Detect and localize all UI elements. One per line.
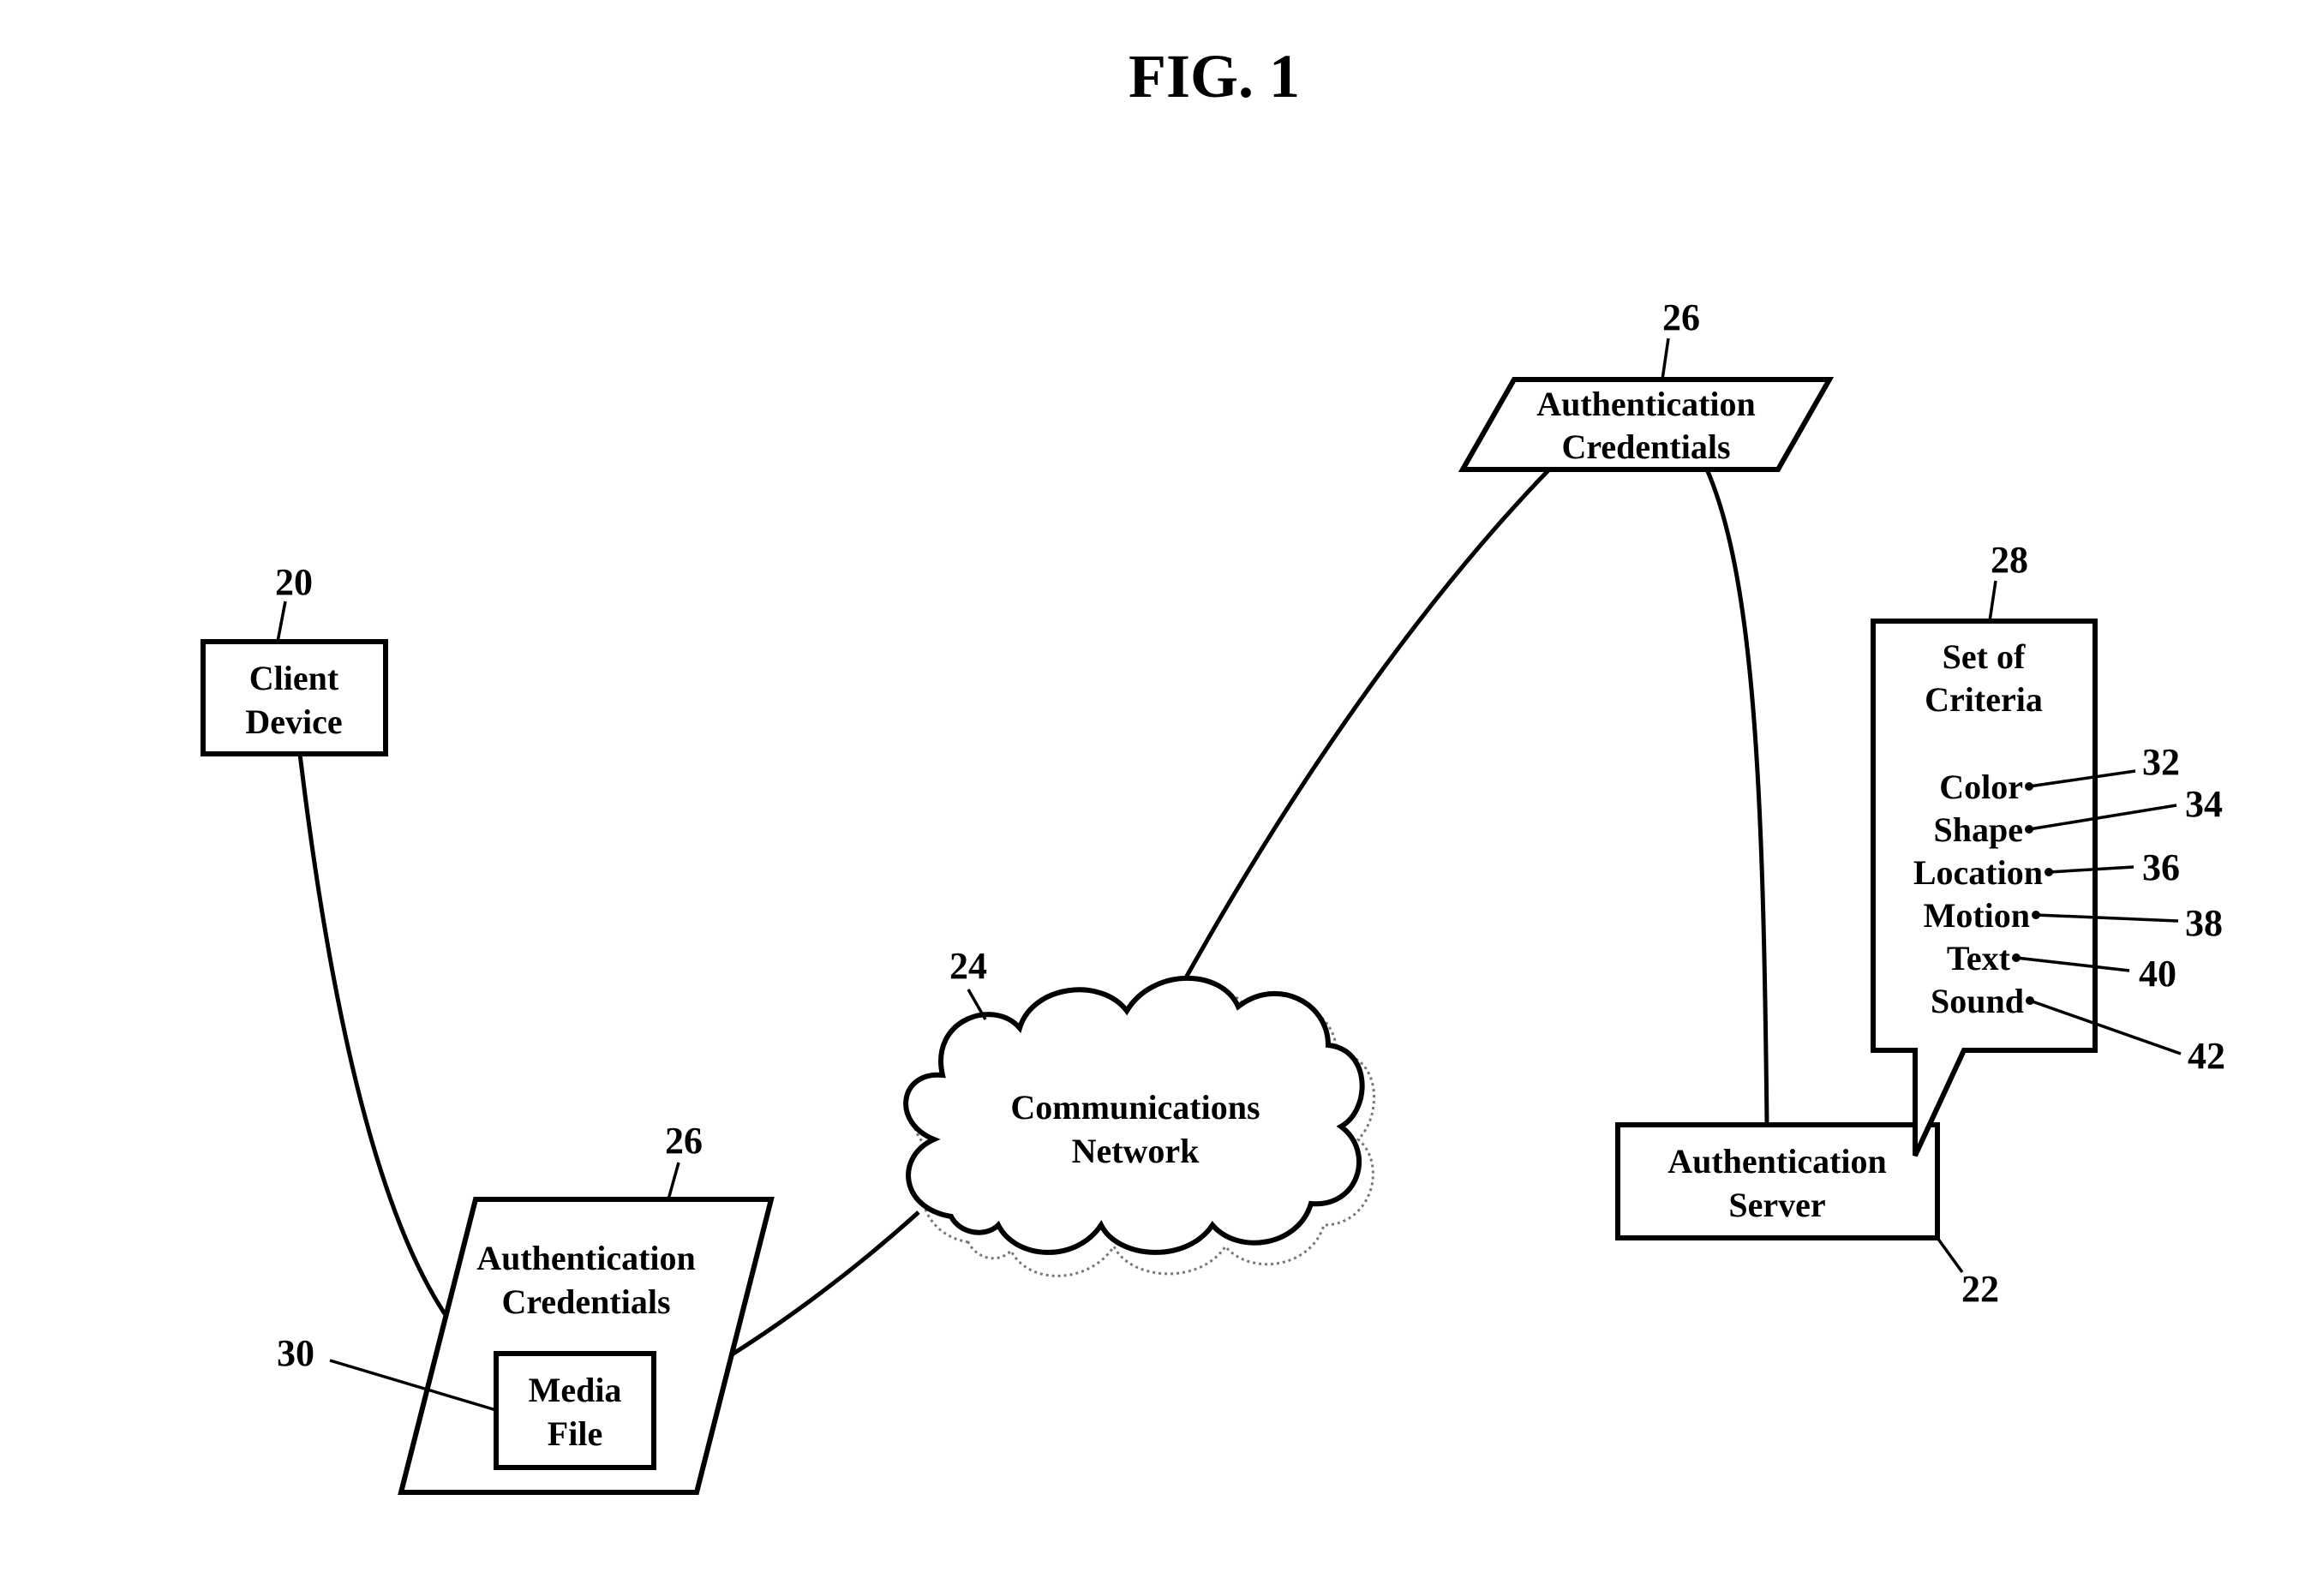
client-device-ref-leader	[278, 601, 285, 642]
criteria-title-line2: Criteria	[1925, 680, 2043, 719]
criteria-item-color: Color	[1939, 768, 2023, 806]
authentication-server-node: Authentication Server 22	[1618, 1125, 1999, 1310]
figure-title: FIG. 1	[1129, 42, 1300, 111]
credentials-bottom-ref-leader	[668, 1163, 679, 1199]
credentials-bottom-label-line1: Authentication	[476, 1239, 696, 1277]
server-label-line2: Server	[1728, 1186, 1825, 1224]
credentials-top-node: Authentication Credentials 26	[1463, 296, 1829, 469]
client-device-ref: 20	[275, 561, 313, 603]
criteria-ref: 28	[1991, 539, 2028, 581]
criteria-item-text: Text	[1947, 939, 2011, 977]
criteria-item-text-ref: 40	[2139, 953, 2176, 995]
media-file-label-line1: Media	[529, 1371, 622, 1409]
criteria-item-color-ref: 32	[2142, 741, 2180, 783]
network-ref: 24	[949, 945, 987, 987]
client-device-node: Client Device 20	[203, 561, 386, 754]
criteria-item-shape-ref: 34	[2185, 783, 2223, 825]
credentials-top-label-line1: Authentication	[1536, 385, 1756, 423]
network-label-line2: Network	[1072, 1132, 1200, 1170]
server-label-line1: Authentication	[1667, 1142, 1887, 1181]
credentials-to-server-line	[1707, 469, 1767, 1125]
media-file-label-line2: File	[548, 1414, 602, 1453]
credentials-bottom-label-line2: Credentials	[501, 1282, 670, 1321]
criteria-item-sound: Sound	[1931, 982, 2024, 1020]
criteria-item-shape: Shape	[1934, 810, 2024, 849]
network-label-line1: Communications	[1010, 1088, 1260, 1127]
criteria-item-location: Location	[1913, 853, 2043, 892]
criteria-item-motion-ref: 38	[2185, 902, 2223, 944]
criteria-item-sound-ref: 42	[2188, 1035, 2225, 1077]
client-to-credentials-line	[300, 754, 446, 1315]
media-file-ref: 30	[277, 1332, 314, 1374]
credentials-top-ref: 26	[1662, 296, 1700, 338]
credentials-bottom-ref: 26	[665, 1120, 703, 1162]
criteria-title-line1: Set of	[1943, 637, 2026, 676]
credentials-top-ref-leader	[1662, 338, 1668, 380]
communications-network-node: Communications Network 24	[906, 945, 1374, 1276]
network-to-credentials-line	[1185, 469, 1549, 979]
criteria-item-motion: Motion	[1924, 896, 2030, 935]
criteria-ref-leader	[1990, 581, 1996, 621]
criteria-callout-node: Set of Criteria 28 Color 32 Shape 34 Loc…	[1873, 539, 2225, 1156]
client-device-label-line2: Device	[245, 702, 342, 741]
credentials-top-label-line2: Credentials	[1561, 427, 1730, 466]
server-ref-leader	[1937, 1238, 1962, 1272]
client-device-label-line1: Client	[249, 659, 339, 697]
criteria-item-location-ref: 36	[2142, 846, 2180, 888]
credentials-bottom-node: Authentication Credentials 26 Media File…	[277, 1120, 771, 1492]
server-ref: 22	[1961, 1268, 1999, 1310]
